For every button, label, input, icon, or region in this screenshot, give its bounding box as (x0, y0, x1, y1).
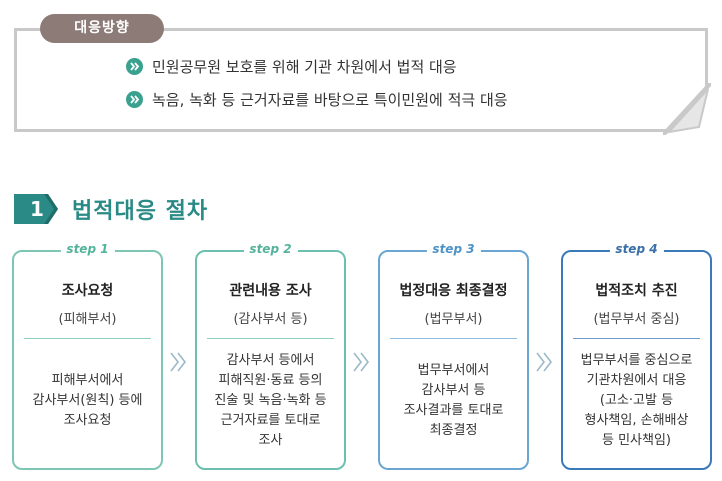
step-body: 법무부서에서 감사부서 등 조사결과를 토대로 최종결정 (384, 340, 523, 462)
double-chevron-right-icon (353, 352, 370, 372)
step-title: 법적조치 추진 (595, 283, 678, 299)
step-body-line: 등 민사책임) (601, 433, 671, 448)
step-body-line: 조사 (258, 433, 283, 448)
double-chevron-circle-icon (126, 58, 143, 75)
step-label: step 3 (426, 242, 481, 256)
step-title: 관련내용 조사 (229, 283, 312, 299)
step-body-line: 진술 및 녹음·녹화 등 (214, 393, 327, 408)
step-divider (390, 338, 517, 339)
step-body-line: 피해부서에서 (51, 373, 124, 388)
step-body: 법무부서를 중심으로 기관차원에서 대응 (고소·고발 등 형사책임, 손해배상… (567, 340, 706, 462)
direction-badge: 대응방향 (40, 14, 164, 43)
step-body-line: 법무부서를 중심으로 (580, 353, 693, 368)
step-subtitle: (법무부서) (424, 312, 483, 327)
step-title: 조사요청 (61, 283, 114, 299)
step-body-line: 조사요청 (63, 413, 112, 428)
step-body-line: 기관차원에서 대응 (586, 373, 687, 388)
step-label: step 2 (243, 242, 298, 256)
step-body-line: 형사책임, 손해배상 (584, 413, 689, 428)
double-chevron-circle-icon (126, 91, 143, 108)
bullet-text: 민원공무원 보호를 위해 기관 차원에서 법적 대응 (152, 58, 457, 76)
double-chevron-right-icon (170, 352, 187, 372)
step-body: 피해부서에서 감사부서(원칙) 등에 조사요청 (18, 340, 157, 462)
section-number-badge: 1 (14, 194, 58, 224)
step-title: 법정대응 최종결정 (399, 283, 508, 299)
step-body-line: 근거자료를 토대로 (220, 413, 321, 428)
step-divider (24, 338, 151, 339)
step-body-line: 감사부서 등에서 (226, 353, 315, 368)
step-body-line: 법무부서에서 (417, 363, 490, 378)
direction-bullet: 민원공무원 보호를 위해 기관 차원에서 법적 대응 (126, 56, 457, 77)
step-body-line: 최종결정 (429, 423, 478, 438)
step-card-3: step 3 법정대응 최종결정 (법무부서) 법무부서에서 감사부서 등 조사… (378, 242, 529, 470)
step-body-line: 조사결과를 토대로 (403, 403, 504, 418)
step-body-line: (고소·고발 등 (599, 393, 674, 408)
box-edge-right (705, 31, 708, 87)
step-body-line: 피해직원·동료 등의 (218, 373, 323, 388)
step-card-4: step 4 법적조치 추진 (법무부서 중심) 법무부서를 중심으로 기관차원… (561, 242, 712, 470)
section-title: 법적대응 절차 (72, 199, 209, 224)
double-chevron-right-icon (536, 352, 553, 372)
box-edge-bottom (17, 129, 667, 132)
section-heading: 1 법적대응 절차 (14, 193, 208, 225)
direction-box (14, 28, 711, 135)
step-label: step 4 (609, 242, 664, 256)
step-card-2: step 2 관련내용 조사 (감사부서 등) 감사부서 등에서 피해직원·동료… (195, 242, 346, 470)
direction-bullet: 녹음, 녹화 등 근거자료를 바탕으로 특이민원에 적극 대응 (126, 89, 508, 110)
step-body-line: 감사부서 등 (421, 383, 486, 398)
page-fold-icon (663, 83, 711, 135)
step-label: step 1 (60, 242, 115, 256)
step-card-1: step 1 조사요청 (피해부서) 피해부서에서 감사부서(원칙) 등에 조사… (12, 242, 163, 470)
step-divider (207, 338, 334, 339)
step-body: 감사부서 등에서 피해직원·동료 등의 진술 및 녹음·녹화 등 근거자료를 토… (201, 340, 340, 462)
step-divider (573, 338, 700, 339)
step-subtitle: (피해부서) (58, 312, 117, 327)
step-body-line: 감사부서(원칙) 등에 (32, 393, 143, 408)
step-subtitle: (법무부서 중심) (593, 312, 680, 327)
bullet-text: 녹음, 녹화 등 근거자료를 바탕으로 특이민원에 적극 대응 (152, 91, 508, 109)
step-subtitle: (감사부서 등) (233, 312, 308, 327)
